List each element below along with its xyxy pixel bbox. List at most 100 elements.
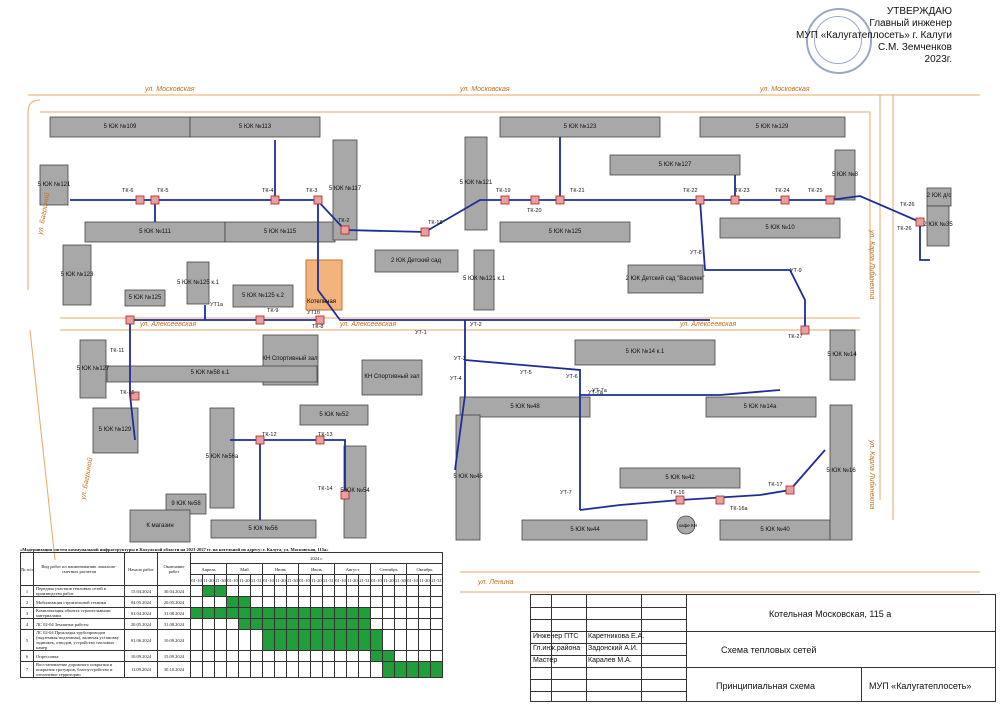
schedule-bar-cell (394, 629, 407, 651)
schedule-bar-cell (430, 618, 443, 630)
building-14 (829, 329, 856, 381)
work-schedule: «Модернизация систем коммунальной инфрас… (20, 547, 450, 678)
decade-header: 21-31 (322, 574, 335, 586)
street-labels: ул. Московская ул. Московская ул. Москов… (36, 86, 876, 586)
street-moskovskaya-1: ул. Московская (144, 86, 195, 93)
schedule-bar-cell (298, 650, 311, 662)
building-label: 5 ЮК №125 к.1 (177, 279, 220, 286)
building-label: 5 ЮК №56а (206, 453, 239, 460)
schedule-bar-cell (262, 607, 275, 619)
node-tk19 (500, 195, 510, 205)
building-label: 2 ЮК №35 (923, 221, 953, 228)
schedule-bar-cell (238, 596, 251, 608)
schedule-bar-cell (334, 661, 347, 678)
building-label: 5 ЮК №117 (329, 185, 362, 192)
building-label: 5 ЮК №121 (38, 181, 71, 188)
schedule-bar-cell (358, 618, 371, 630)
schedule-bar-cell (418, 629, 431, 651)
building-label: КН Спортивный зал (262, 355, 318, 362)
schedule-bar-cell (262, 629, 275, 651)
schedule-cell-end: 30.04.2024 (157, 585, 191, 597)
node-tk4 (270, 195, 280, 205)
pipe-main-north (70, 195, 930, 261)
schedule-bar-cell (382, 596, 395, 608)
node-label: УТ-9 (790, 268, 802, 274)
schedule-cell-start: 04.05.2024 (124, 596, 158, 608)
schedule-cell-n: 6 (20, 650, 34, 662)
node-label: ТК-8 (312, 324, 323, 330)
schedule-cell-task: Передача участков тепловых сетей в произ… (33, 585, 125, 597)
street-moskovskaya-2: ул. Московская (459, 86, 510, 93)
node-tk26 (915, 217, 925, 227)
pipe-tk12-14 (230, 439, 346, 495)
decade-header: 01-10 (262, 574, 275, 586)
schedule-bar-cell (370, 661, 383, 678)
schedule-bar-cell (358, 650, 371, 662)
schedule-bar-cell (202, 618, 215, 630)
schedule-bar-cell (358, 607, 371, 619)
building-44 (521, 519, 648, 541)
street-alekseevskaya-2: ул. Алексеевская (339, 321, 396, 328)
building-label: 5 ЮК №48 (510, 403, 540, 410)
building-121k1 (473, 249, 495, 311)
role-2: Гл.инж.района (533, 645, 581, 652)
schedule-bar-cell (382, 650, 395, 662)
schedule-bar-cell (310, 661, 323, 678)
node-tk6 (135, 195, 145, 205)
col-end-header: Окончание работ (157, 552, 191, 586)
schedule-bar-cell (298, 629, 311, 651)
schedule-bar-cell (334, 618, 347, 630)
schedule-cell-end: 10.09.2024 (157, 629, 191, 651)
building-label: 5 ЮК №46 (453, 473, 483, 480)
schedule-cell-n: 7 (20, 661, 34, 678)
node-tk5 (150, 195, 160, 205)
schedule-cell-end: 31.08.2024 (157, 618, 191, 630)
schedule-cell-task: Опрессовка (33, 650, 125, 662)
building-16 (829, 404, 853, 541)
node-label: ТК-17 (768, 482, 783, 488)
schedule-bar-cell (226, 618, 239, 630)
schedule-bar-cell (358, 585, 371, 597)
node-label: ТК-5 (157, 188, 168, 194)
schedule-bar-cell (370, 596, 383, 608)
schedule-bar-cell (418, 618, 431, 630)
schedule-bar-cell (238, 618, 251, 630)
node-label: ТК-18 (428, 220, 443, 226)
building-label: 2 ЮК д/с (927, 193, 951, 199)
building-10 (719, 217, 841, 239)
building-label: 2 ЮК Детский сад (391, 257, 441, 264)
decade-header: 21-31 (358, 574, 371, 586)
decade-header: 01-10 (406, 574, 419, 586)
building-label: 5 ЮК №127 (659, 161, 692, 168)
month-header: Июнь (262, 563, 299, 575)
schedule-bar-cell (346, 618, 359, 630)
building-kindergarten-vasilek (627, 264, 704, 294)
schedule-cell-n: 3 (20, 607, 34, 619)
schedule-bar-cell (190, 585, 203, 597)
building-129-lower (92, 407, 139, 454)
schedule-bar-cell (250, 661, 263, 678)
schedule-bar-cell (394, 661, 407, 678)
month-header: Сентябрь (370, 563, 407, 575)
building-label: 5 ЮК №121 к.1 (463, 275, 506, 282)
building-56a (209, 407, 235, 509)
boiler-label: Котельная (307, 299, 336, 305)
node-tk22 (695, 195, 705, 205)
schedule-title: «Модернизация систем коммунальной инфрас… (20, 547, 329, 552)
building-label: 5 ЮК №14 (827, 351, 857, 358)
stamp-scheme-type: Принципиальная схема (716, 681, 815, 691)
street-liebknecht-1: ул. Карла Либкнехта (868, 229, 876, 299)
node-label: ТК-14 (318, 486, 333, 492)
schedule-bar-cell (322, 585, 335, 597)
decade-header: 11-20 (346, 574, 359, 586)
node-label: УТ-3 (454, 356, 466, 362)
stamp-object-title: Котельная Московская, 115 а (769, 609, 892, 619)
node-tk16a (715, 495, 725, 505)
street-liebknecht-2: ул. Карла Либкнехта (868, 439, 876, 509)
building-label: 5 ЮК №125 к.2 (242, 292, 285, 299)
schedule-bar-cell (298, 661, 311, 678)
schedule-bar-cell (250, 596, 263, 608)
pipe-south-east (464, 359, 581, 510)
year-header: 2024 г. (190, 552, 443, 564)
